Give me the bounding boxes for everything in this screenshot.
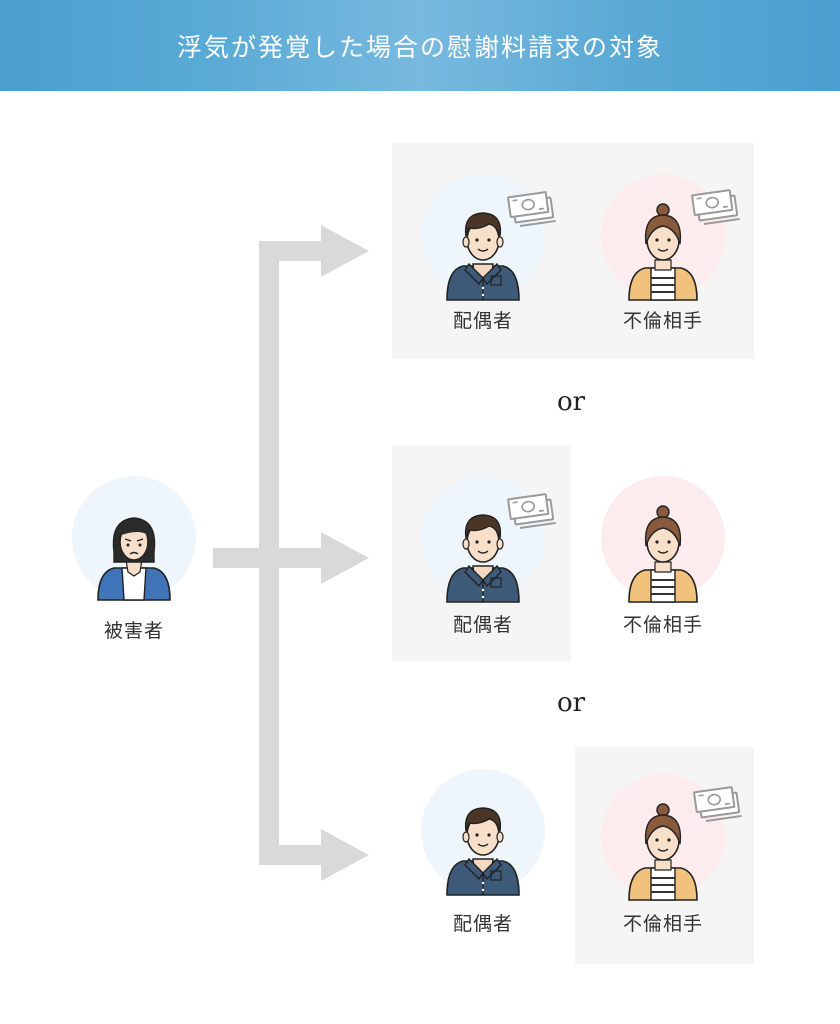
victim-label: 被害者 (104, 620, 164, 642)
victim-branch-line (213, 548, 279, 568)
spouse-node: 配偶者 (421, 769, 545, 935)
branch-line-3 (259, 845, 323, 865)
spouse-label: 配偶者 (453, 614, 513, 636)
connector-arrows (213, 225, 369, 881)
or-separator: or (557, 688, 586, 718)
spouse-node: 配偶者 (421, 174, 557, 332)
partner-node: 不倫相手 (601, 774, 743, 935)
partner-label: 不倫相手 (623, 310, 703, 332)
header-banner: 浮気が発覚した場合の慰謝料請求の対象 (0, 0, 840, 91)
option-partner: 配偶者 不倫相手 (421, 747, 754, 964)
spouse-label: 配偶者 (453, 310, 513, 332)
partner-node: 不倫相手 (601, 174, 741, 332)
option-spouse: 配偶者 不倫相手 (392, 445, 725, 661)
arrow-right-icon (321, 532, 369, 584)
arrow-right-icon (321, 225, 369, 277)
or-separator: or (557, 387, 586, 417)
arrow-right-icon (321, 829, 369, 881)
partner-label: 不倫相手 (623, 913, 703, 935)
partner-label: 不倫相手 (623, 614, 703, 636)
spouse-node: 配偶者 (421, 476, 557, 636)
option-both: 配偶者 不倫相手 (392, 143, 754, 359)
branch-line-1 (259, 241, 323, 261)
spouse-label: 配偶者 (453, 913, 513, 935)
page-title: 浮気が発覚した場合の慰謝料請求の対象 (176, 32, 663, 62)
branch-line-2 (279, 548, 323, 568)
partner-node: 不倫相手 (601, 476, 725, 636)
victim-node: 被害者 (72, 476, 196, 642)
